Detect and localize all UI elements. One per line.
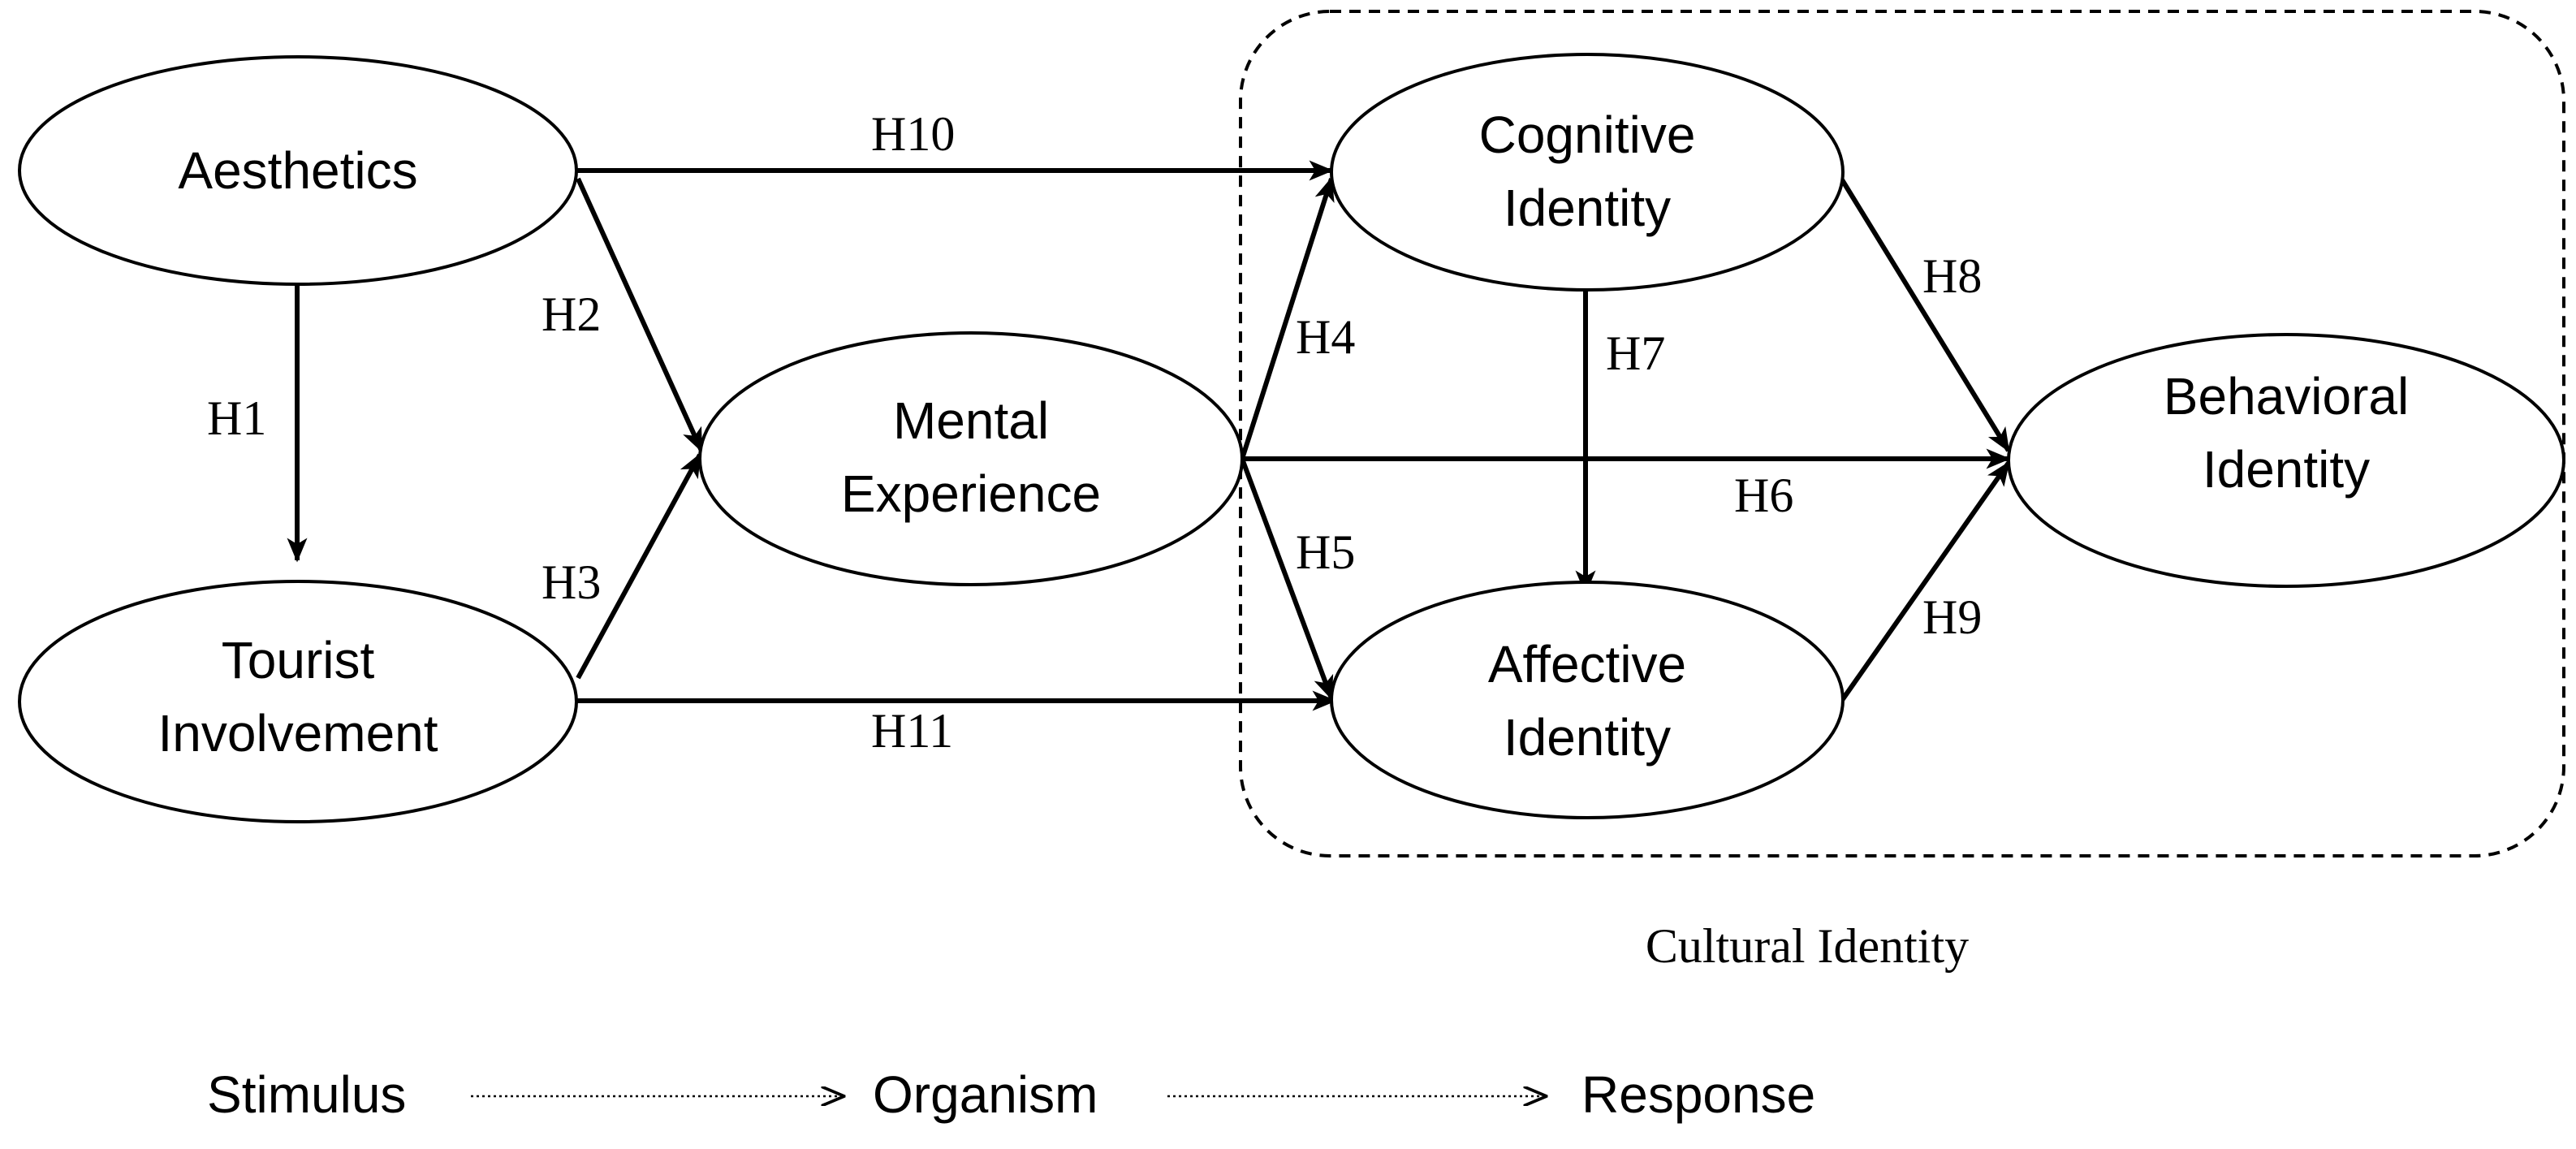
hyp-label-h9: H9 bbox=[1922, 590, 1982, 644]
hyp-label-h10: H10 bbox=[871, 107, 955, 161]
edge-h5 bbox=[1240, 457, 1334, 701]
hyp-label-h3: H3 bbox=[542, 555, 601, 609]
node-mental-experience bbox=[698, 331, 1244, 586]
edge-h8 bbox=[1836, 173, 2011, 453]
flow-response: Response bbox=[1581, 1065, 1815, 1124]
edge-h9 bbox=[1836, 460, 2011, 706]
hyp-label-h2: H2 bbox=[542, 287, 601, 341]
node-aesthetics bbox=[18, 55, 578, 286]
node-label-aesthetics: Aesthetics bbox=[178, 141, 417, 200]
hyp-label-h4: H4 bbox=[1296, 310, 1355, 364]
hyp-label-h5: H5 bbox=[1296, 525, 1355, 579]
edge-h3 bbox=[576, 452, 702, 680]
cultural-identity-group bbox=[1239, 10, 2565, 857]
node-affective-identity bbox=[1330, 581, 1845, 819]
hyp-label-h6: H6 bbox=[1734, 469, 1793, 522]
node-label-behavioral-identity: Identity bbox=[2203, 440, 2370, 499]
cultural-identity-label: Cultural Identity bbox=[1646, 919, 1969, 973]
node-label-affective-identity: Identity bbox=[1504, 708, 1671, 767]
node-label-affective: Affective bbox=[1488, 635, 1686, 693]
flow-organism: Organism bbox=[873, 1065, 1098, 1124]
node-label-behavioral: Behavioral bbox=[2164, 367, 2409, 425]
hyp-label-h7: H7 bbox=[1606, 326, 1665, 380]
node-tourist-involvement bbox=[18, 580, 578, 823]
node-label-tourist: Tourist bbox=[222, 631, 375, 689]
edge-h2 bbox=[576, 177, 704, 453]
hyp-label-h8: H8 bbox=[1922, 249, 1982, 303]
node-label-experience: Experience bbox=[841, 464, 1101, 523]
hyp-label-h11: H11 bbox=[871, 704, 953, 758]
node-label-cognitive: Cognitive bbox=[1479, 106, 1696, 164]
node-label-mental: Mental bbox=[893, 391, 1049, 450]
node-label-cognitive-identity: Identity bbox=[1504, 179, 1671, 237]
hyp-label-h1: H1 bbox=[207, 391, 266, 445]
flow-stimulus: Stimulus bbox=[207, 1065, 406, 1124]
edge-h4 bbox=[1240, 176, 1335, 460]
node-label-involvement: Involvement bbox=[157, 704, 438, 762]
node-cognitive-identity bbox=[1330, 53, 1845, 292]
node-behavioral-identity bbox=[2007, 333, 2565, 588]
